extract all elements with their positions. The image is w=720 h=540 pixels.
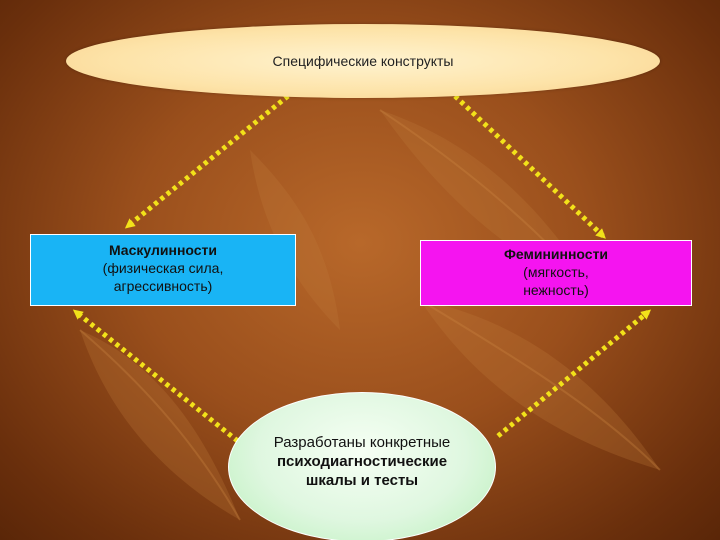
masculinity-box: Маскулинности (физическая сила, агрессив… [30, 234, 296, 306]
masculinity-line-1: (физическая сила, [102, 260, 224, 276]
scales-line-3: шкалы и тесты [305, 472, 419, 489]
specific-constructs-node: Специфические конструкты [66, 24, 660, 98]
femininity-line-2: нежность) [523, 282, 589, 298]
masculinity-line-2: агрессивность) [113, 278, 213, 294]
scales-line-1: Разработаны конкретные [273, 434, 451, 451]
scales-line-2: психодиагностические [276, 453, 448, 470]
arrow-top-to-right [453, 94, 606, 239]
scales-and-tests-node: Разработаны конкретные психодиагностичес… [228, 392, 496, 540]
arrow-bottom-to-right [496, 309, 652, 438]
femininity-box: Фемининности (мягкость, нежность) [420, 240, 692, 306]
arrow-bottom-to-left [72, 309, 246, 448]
arrow-top-to-left [124, 94, 290, 229]
femininity-title: Фемининности [503, 246, 609, 262]
femininity-line-1: (мягкость, [523, 264, 589, 280]
masculinity-title: Маскулинности [108, 242, 218, 258]
specific-constructs-label: Специфические конструкты [272, 53, 454, 69]
